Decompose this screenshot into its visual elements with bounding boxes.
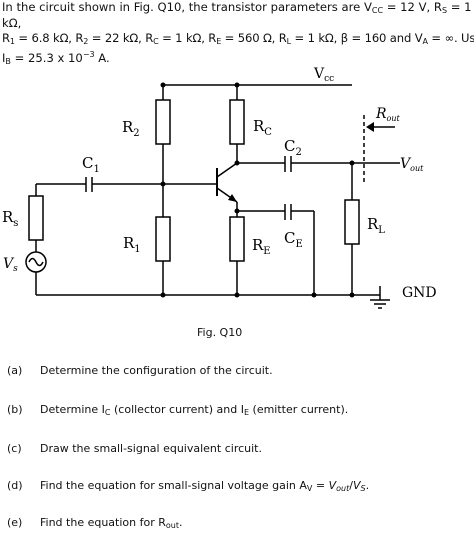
vout-label: Vout xyxy=(400,156,424,173)
c2-label: C2 xyxy=(284,137,302,158)
circuit-diagram: Vcc R2 RC C2 C1 Rs R1 RE CE RL Vs Rout V… xyxy=(2,66,437,309)
r1-label: R1 xyxy=(123,234,141,255)
c1-label: C1 xyxy=(82,154,100,175)
re-label: RE xyxy=(252,236,271,257)
rs-label: Rs xyxy=(2,208,18,229)
rs-resistor xyxy=(28,195,44,241)
vcc-label: Vcc xyxy=(313,66,334,84)
rl-resistor xyxy=(344,199,360,245)
problem-line-1: In the circuit shown in Fig. Q10, the tr… xyxy=(2,0,472,30)
rc-resistor xyxy=(229,99,245,145)
rl-label: RL xyxy=(367,215,385,236)
transistor-collector xyxy=(216,162,238,178)
r2-label: R2 xyxy=(122,118,140,139)
ce-label: CE xyxy=(284,229,303,250)
r1-resistor xyxy=(155,216,171,262)
rc-label: RC xyxy=(253,117,272,138)
rout-label: Rout xyxy=(375,106,401,123)
gnd-label: GND xyxy=(402,285,437,301)
problem-line-3: IB = 25.3 x 10−3 A. xyxy=(2,50,110,66)
problem-line-2: R1 = 6.8 kΩ, R2 = 22 kΩ, RC = 1 kΩ, RE =… xyxy=(2,31,474,46)
re-resistor xyxy=(229,216,245,262)
r2-resistor xyxy=(155,99,171,145)
figure-caption: Fig. Q10 xyxy=(197,326,243,339)
problem-statement: In the circuit shown in Fig. Q10, the tr… xyxy=(2,0,474,67)
vs-label: Vs xyxy=(3,256,18,274)
